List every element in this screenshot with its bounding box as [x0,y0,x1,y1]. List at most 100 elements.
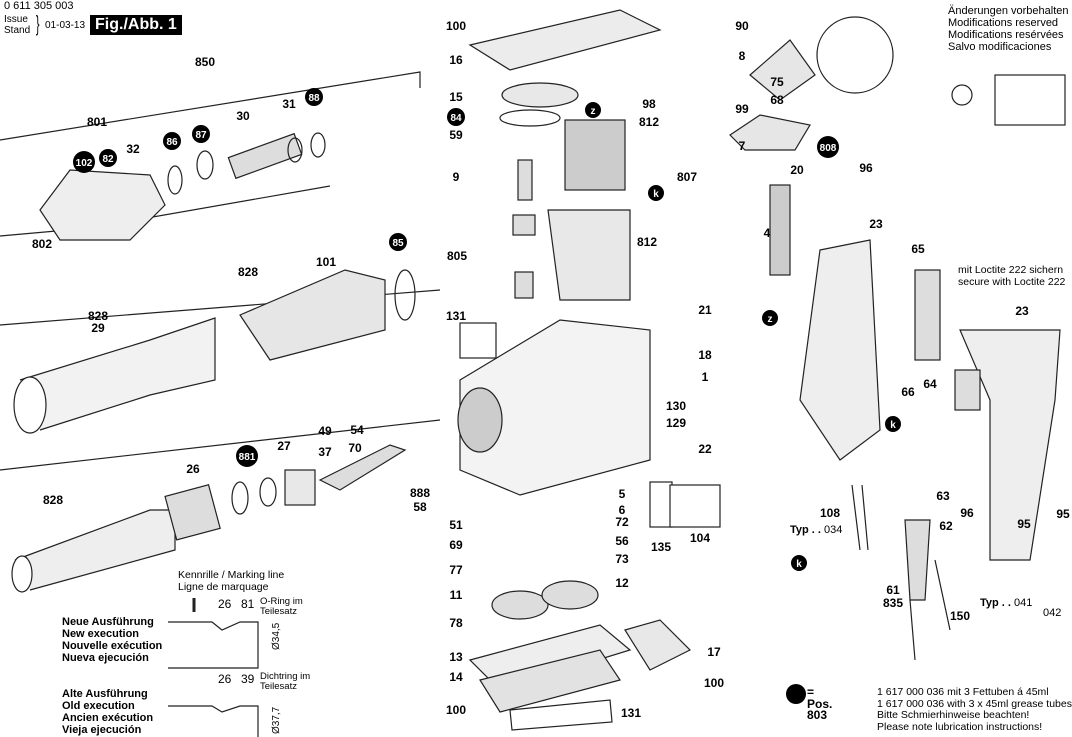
part-11-gear [491,590,549,620]
callout-31: 31 [282,97,296,111]
callout-77: 77 [449,563,463,577]
callout-131: 131 [621,706,641,720]
part-15 [501,82,579,108]
new-diameter: Ø34,5 [271,622,282,650]
callout-98: 98 [642,97,656,111]
callout-69: 69 [449,538,463,552]
legend-line: Please note lubrication instructions! [877,720,1043,733]
wiring-schematic [994,74,1066,126]
callout-88: 88 [308,93,320,104]
part-64 [954,369,981,411]
callout-828: 828 [43,493,63,507]
part-14 [479,649,621,713]
callout-135: 135 [651,540,671,554]
part-number: 0 611 305 003 [4,0,74,12]
callout-16: 16 [449,53,463,67]
callout-82: 82 [102,154,114,165]
detail-circle [816,16,894,94]
modification-notes: Änderungen vorbehalten Modifications res… [948,5,1068,53]
callout-807: 807 [677,170,697,184]
part-17 [624,619,692,671]
part-828-housing [239,269,386,361]
loctite-line: secure with Loctite 222 [958,276,1066,288]
marker-k: k [653,189,659,200]
grease-point-marker [447,108,465,126]
part-30 [227,132,303,180]
loctite-note: mit Loctite 222 sichern secure with Loct… [958,264,1065,288]
exec-line: Ancien exécution [62,712,154,724]
callout-95: 95 [1056,507,1070,521]
part-4-armature [769,184,791,276]
typ-value: 042 [1043,607,1061,619]
typ-label: Typ . . [980,597,1011,609]
exec-line: Nueva ejecución [62,652,149,664]
part-62-sleeve [904,519,931,601]
part-828-lower [14,509,176,591]
part-23-handle-right [959,329,1061,561]
callout-99: 99 [735,102,749,116]
old-diameter: Ø37,7 [271,706,282,734]
callout-14: 14 [449,670,463,684]
grease-point-marker [305,88,323,106]
callout-101: 101 [316,255,336,269]
part-828-tube [19,317,216,431]
part-828-end [13,376,47,434]
callout-129: 129 [666,416,686,430]
exec-line: New execution [62,628,140,640]
old-execution-label: Alte Ausführung Old execution Ancien exé… [62,688,153,736]
issue-label: Issue [4,14,28,25]
callout-84: 84 [450,113,462,124]
callout-59: 59 [449,128,463,142]
group-bracket-850 [0,71,421,141]
marking-line: Kennrille / Marking line [178,569,285,581]
typ-label: Typ . . [790,524,821,536]
callout-812: 812 [637,235,657,249]
part-805 [512,214,536,236]
loctite-line: mit Loctite 222 sichern [958,264,1064,276]
exec-line: Vieja ejecución [62,724,142,736]
callout-70: 70 [348,441,362,455]
exec-line: Alte Ausführung [62,688,148,700]
callout-32: 32 [126,142,140,156]
cables [851,484,951,661]
legend-line: 1 617 000 036 mit 3 Fettuben á 45ml [877,686,1049,698]
figure-title: Fig./Abb. 1 [90,15,182,35]
note-line: Änderungen vorbehalten [948,5,1069,17]
execution-detail-labels: 26 81 26 39 O-Ring im Teilesatz Dichtrin… [218,596,310,734]
callout-150: 150 [950,609,970,623]
callout-66: 66 [901,385,915,399]
callout-54: 54 [350,423,364,437]
callout-61: 61 [886,583,900,597]
old-note: Dichtring im [260,671,310,682]
callout-21: 21 [698,303,712,317]
callout-102: 102 [76,158,93,169]
callout-22: 22 [698,442,712,456]
callout-801: 801 [87,115,107,129]
part-16-cover [468,9,662,71]
callout-812: 812 [639,115,659,129]
part-27-ring [259,477,277,507]
issue-stand-label: Issue Stand [4,14,30,36]
new-execution-label: Neue Ausführung New execution Nouvelle e… [62,616,162,664]
grease-point-marker [99,149,117,167]
callout-850: 850 [195,55,215,69]
callout-15: 15 [449,90,463,104]
callout-4: 4 [764,226,771,240]
marking-line-note: Kennrille / Marking line Ligne de marqua… [178,569,284,593]
callout-58: 58 [413,500,427,514]
callout-100: 100 [446,703,466,717]
callout-96: 96 [960,506,974,520]
grease-point-marker [817,136,839,158]
part-131-label [459,322,497,359]
part-86-oring [167,165,183,195]
callout-9: 9 [453,170,460,184]
part-807-field [564,119,626,191]
part-104-label [669,484,721,528]
part-135-label [649,481,673,528]
callout-108: 108 [820,506,840,520]
callout-37: 37 [318,445,332,459]
grease-point-marker [73,151,95,173]
part-8-fan [749,39,816,101]
callout-131: 131 [446,309,466,323]
callout-100: 100 [446,19,466,33]
